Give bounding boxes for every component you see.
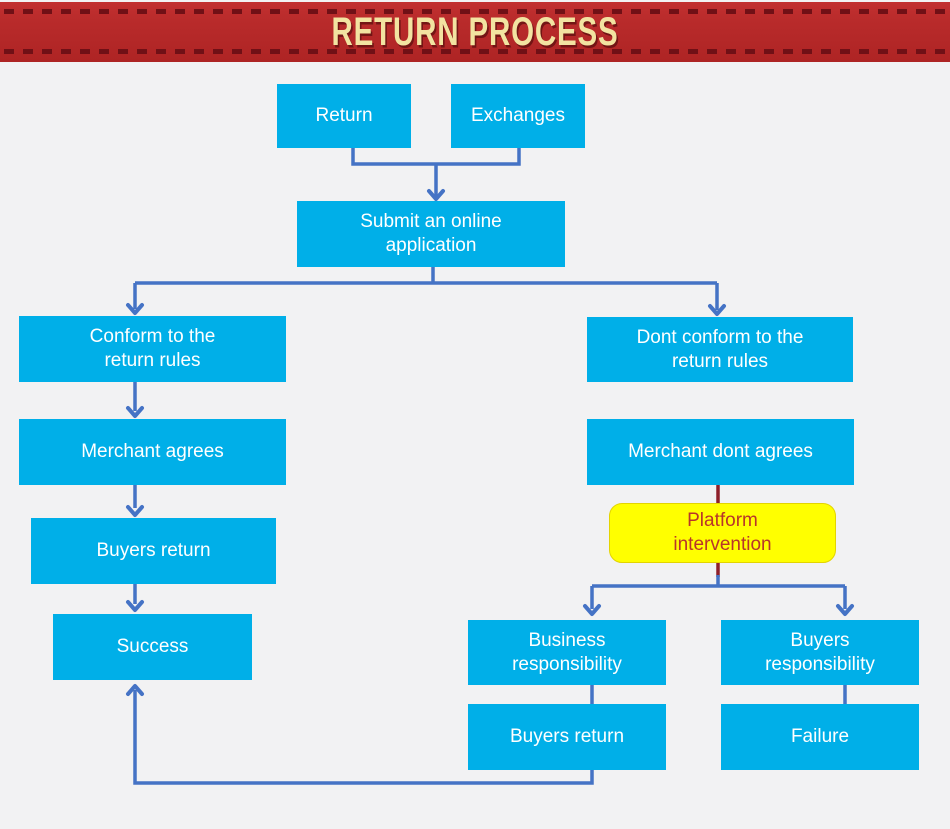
node-business-responsibility: Business responsibility: [468, 620, 666, 685]
node-buyers-responsibility: Buyers responsibility: [721, 620, 919, 685]
node-platform-intervention: Platform intervention: [609, 503, 836, 563]
node-label: Return: [315, 105, 373, 127]
arrowhead-buyers-return: [126, 505, 144, 517]
node-buyers-return-bottom: Buyers return: [468, 704, 666, 770]
title-banner: RETURN PROCESS: [0, 2, 950, 62]
node-return: Return: [277, 84, 411, 148]
node-dont-conform-rules: Dont conform to the return rules: [587, 317, 853, 382]
connector-feedback-loop: [133, 690, 594, 785]
arrowhead-dont-conform: [708, 304, 726, 316]
arrowhead-merchant-agrees: [126, 406, 144, 418]
node-label: Submit an online application: [360, 211, 502, 256]
node-submit-application: Submit an online application: [297, 201, 565, 267]
node-label: Dont conform to the return rules: [636, 326, 804, 372]
node-label: Exchanges: [470, 105, 565, 127]
connector-split-platform: [590, 575, 847, 609]
node-label: Merchant dont agrees: [628, 441, 813, 463]
node-label: Failure: [790, 726, 850, 748]
arrowhead-buyers-resp: [836, 604, 854, 616]
node-label: Buyers return: [96, 540, 211, 562]
page-title: RETURN PROCESS: [331, 8, 619, 54]
node-label: Success: [116, 636, 189, 658]
node-exchanges: Exchanges: [451, 84, 585, 148]
node-conform-rules: Conform to the return rules: [19, 316, 286, 382]
node-label: Business responsibility: [512, 629, 622, 675]
node-label: Conform to the return rules: [89, 326, 216, 371]
arrowhead-conform: [126, 303, 144, 315]
arrowhead-success-feedback: [126, 684, 144, 696]
arrowhead-submit: [427, 189, 445, 201]
connector-split-main: [133, 267, 719, 310]
arrowhead-success: [126, 600, 144, 612]
node-merchant-agrees: Merchant agrees: [19, 419, 286, 485]
node-label: Buyers return: [509, 726, 625, 748]
node-failure: Failure: [721, 704, 919, 770]
node-success: Success: [53, 614, 252, 680]
node-label: Platform intervention: [673, 510, 772, 555]
node-buyers-return-left: Buyers return: [31, 518, 276, 584]
banner-stitch-top: [4, 9, 946, 14]
node-merchant-dont-agrees: Merchant dont agrees: [587, 419, 854, 485]
banner-stitch-bottom: [4, 49, 946, 54]
node-label: Merchant agrees: [81, 441, 224, 463]
arrowhead-business-resp: [583, 604, 601, 616]
node-label: Buyers responsibility: [765, 629, 875, 675]
connector-merge-top: [351, 148, 521, 166]
